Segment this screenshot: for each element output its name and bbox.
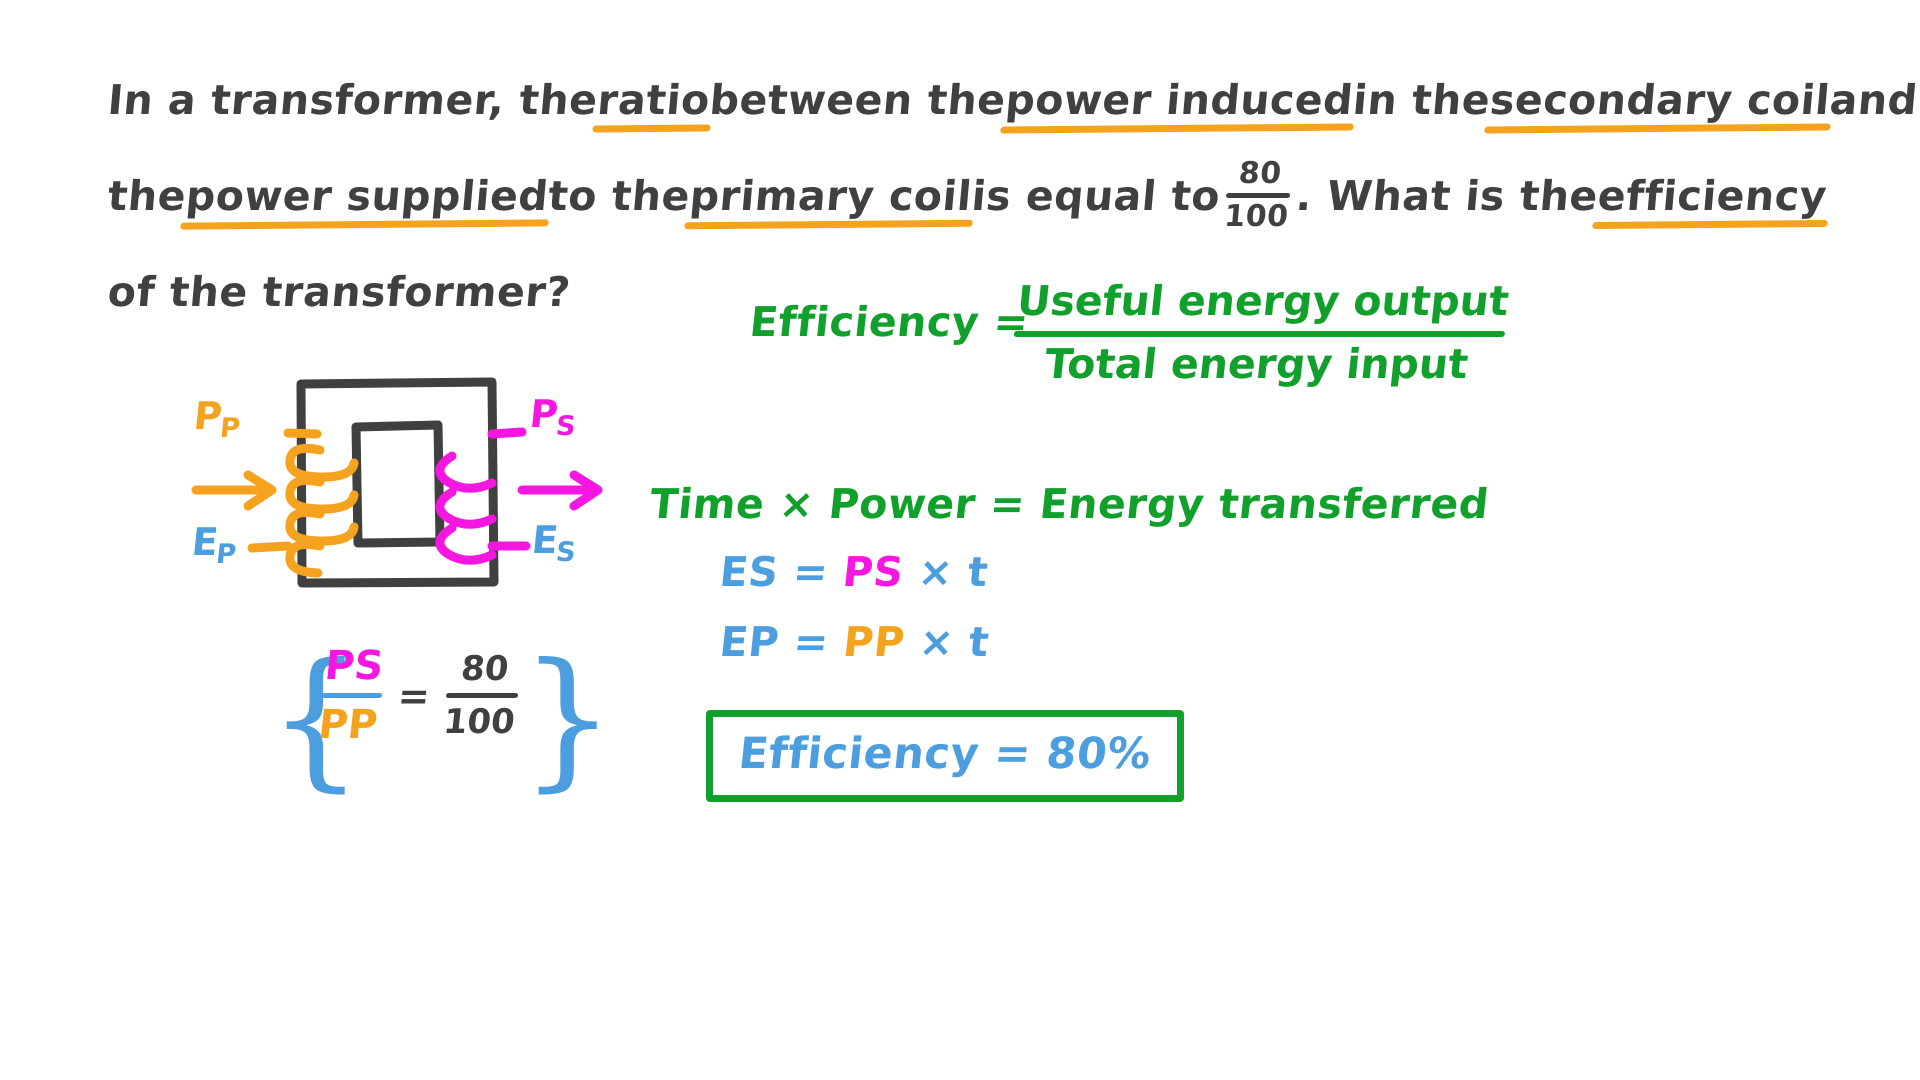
q2-seg-0: the (105, 172, 189, 220)
primary-power-subscript: P (218, 413, 242, 444)
total-energy-input-text: Total energy input (1042, 340, 1471, 389)
efficiency-word: Efficiency (747, 298, 982, 346)
q1-seg-1-underlined: ratio (593, 52, 714, 148)
ep-term: EP (717, 618, 781, 666)
es-equals-sign: = (790, 548, 831, 596)
es-times-time: × t (915, 548, 991, 596)
ratio-fraction-bar (1226, 192, 1291, 198)
transformer-diagram: PP PS EP ES (170, 370, 640, 620)
power-ratio-denominator: PP (316, 702, 380, 748)
transformer-core-icon (296, 377, 499, 588)
q2-seg-3-underlined: primary coil (686, 148, 976, 244)
time-power-energy-equation: Time × Power = Energy transferred (647, 480, 1492, 528)
eighty-fraction-bar (445, 693, 519, 698)
power-ratio-bar (319, 693, 383, 698)
secondary-energy-label: ES (530, 518, 581, 568)
es-power-term: PS (840, 548, 906, 596)
primary-energy-equation: EP = PP × t (717, 618, 991, 666)
q2-seg-4: is equal to (969, 172, 1223, 220)
primary-energy-subscript: P (214, 539, 239, 570)
final-answer-text: Efficiency = 80% (736, 729, 1154, 779)
ratio-brace-block: { } PS PP = 80 100 (268, 632, 615, 820)
ratio-fraction-numerator: 80 (1237, 155, 1284, 191)
ep-times-time: × t (916, 618, 992, 666)
solution-working-block: Efficiency = Useful energy output Total … (647, 277, 1800, 820)
q1-seg-5-underlined: secondary coil (1486, 52, 1834, 148)
brace-right: } (520, 632, 616, 806)
secondary-energy-equation: ES = PS × t (717, 548, 990, 596)
useful-energy-output-text: Useful energy output (1014, 277, 1512, 325)
q1-seg-3-underlined: power induced (1001, 52, 1357, 148)
q1-seg-2: between the (707, 76, 1008, 124)
primary-current-arrow-icon (191, 470, 277, 511)
efficiency-formula-fraction: Useful energy output Total energy input (1008, 277, 1512, 389)
transformer-diagram-svg (191, 377, 603, 588)
q1-seg-4: in the (1351, 76, 1493, 124)
secondary-power-label: PS (528, 392, 581, 442)
ep-power-term: PP (841, 618, 907, 666)
secondary-power-subscript: S (554, 411, 578, 442)
ep-subscript: P (745, 618, 782, 666)
es-subscript: S (745, 548, 782, 596)
ps-subscript: S (351, 643, 386, 689)
brace-left: { (268, 632, 364, 806)
es-term: ES (717, 548, 781, 596)
ep-power-subscript: P (871, 618, 908, 666)
ratio-equation: PS PP = 80 100 (316, 643, 519, 748)
eighty-hundredths-fraction: 80 100 (441, 649, 522, 742)
q1-seg-0: In a transformer, the (105, 76, 600, 124)
pp-subscript: P (345, 702, 380, 748)
hundred-denominator: 100 (441, 702, 517, 742)
question-line-1: In a transformer, the ratio between the … (104, 52, 1920, 148)
question-line-2: the power supplied to the primary coil i… (104, 148, 1832, 244)
q1-seg-6: and (1827, 76, 1920, 124)
primary-energy-label: EP (190, 520, 241, 570)
secondary-coil-icon (435, 427, 531, 565)
q2-seg-5: . What is the (1294, 172, 1601, 220)
q3-seg-0: of the transformer? (105, 268, 573, 316)
power-ratio-numerator: PS (323, 643, 386, 689)
ratio-equals-sign: = (395, 673, 433, 718)
ep-equals-sign: = (791, 618, 832, 666)
q2-seg-2: to the (546, 172, 693, 220)
q2-seg-6-underlined: efficiency (1594, 148, 1831, 244)
es-power-subscript: S (871, 548, 907, 596)
secondary-energy-subscript: S (554, 537, 578, 568)
ratio-fraction-denominator: 100 (1222, 198, 1291, 234)
secondary-current-arrow-icon (517, 470, 603, 511)
efficiency-definition-label: Efficiency = (747, 298, 1031, 346)
eighty-numerator: 80 (458, 649, 511, 689)
q2-seg-1-underlined: power supplied (182, 148, 553, 244)
efficiency-formula-bar (1013, 331, 1506, 338)
final-answer-box: Efficiency = 80% (706, 710, 1184, 802)
primary-coil-icon (247, 428, 359, 578)
primary-power-label: PP (192, 394, 245, 444)
power-ratio-fraction: PS PP (315, 643, 387, 748)
